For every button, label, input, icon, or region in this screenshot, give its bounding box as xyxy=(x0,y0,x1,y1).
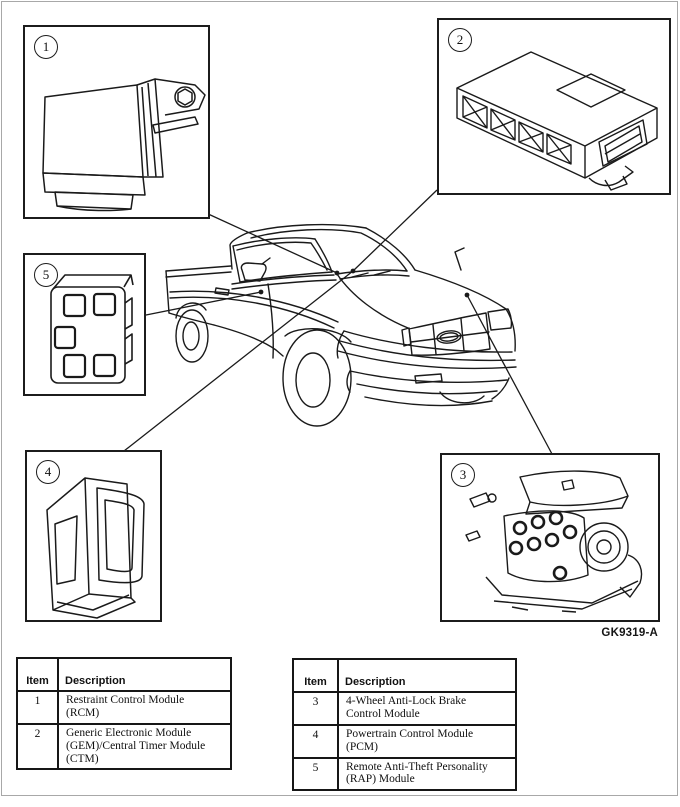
item-number: 3 xyxy=(292,691,339,726)
column-header-description: Description xyxy=(337,658,517,693)
item-description: Remote Anti-Theft Personality (RAP) Modu… xyxy=(337,756,517,792)
item-number: 2 xyxy=(16,722,59,771)
figure-code-label: GK9319-A xyxy=(601,627,658,639)
item-description: Generic Electronic Module (GEM)/Central … xyxy=(57,722,232,771)
callout-box-3: 3 xyxy=(440,453,660,622)
leader-line-3 xyxy=(467,295,552,454)
item-description: 4-Wheel Anti-Lock Brake Control Module xyxy=(337,691,517,726)
leader-line-4 xyxy=(124,271,353,451)
item-description: Powertrain Control Module (PCM) xyxy=(337,723,517,759)
callout-box-2: 2 xyxy=(437,18,671,195)
callout-number-4: 4 xyxy=(36,460,60,484)
table-row: 4 Powertrain Control Module (PCM) xyxy=(292,723,517,759)
callout-box-4: 4 xyxy=(25,450,162,622)
leader-line-1 xyxy=(206,213,337,273)
pcm-module-illustration xyxy=(27,452,160,620)
column-header-description: Description xyxy=(57,657,232,692)
table-row: 2 Generic Electronic Module (GEM)/Centra… xyxy=(16,722,232,771)
table-row: 3 4-Wheel Anti-Lock Brake Control Module xyxy=(292,691,517,726)
table-header-row: Item Description xyxy=(292,658,517,693)
callout-number-5: 5 xyxy=(34,263,58,287)
item-table-right: Item Description 3 4-Wheel Anti-Lock Bra… xyxy=(292,658,517,792)
callout-number-3: 3 xyxy=(451,463,475,487)
callout-box-1: 1 xyxy=(23,25,210,219)
leader-line-5 xyxy=(141,292,261,316)
table-row: 1 Restraint Control Module (RCM) xyxy=(16,690,232,725)
item-number: 1 xyxy=(16,690,59,725)
callout-number-2: 2 xyxy=(448,28,472,52)
rcm-module-illustration xyxy=(25,27,208,217)
column-header-item: Item xyxy=(292,658,339,693)
column-header-item: Item xyxy=(16,657,59,692)
item-table-left: Item Description 1 Restraint Control Mod… xyxy=(16,657,232,771)
abs-module-illustration xyxy=(442,455,658,620)
leader-line-2 xyxy=(353,190,437,271)
table-row: 5 Remote Anti-Theft Personality (RAP) Mo… xyxy=(292,756,517,792)
item-number: 4 xyxy=(292,723,339,759)
callout-box-5: 5 xyxy=(23,253,146,396)
rap-module-illustration xyxy=(25,255,144,394)
leader-lines xyxy=(124,190,552,454)
leader-dots xyxy=(258,268,470,298)
item-number: 5 xyxy=(292,756,339,792)
item-description: Restraint Control Module (RCM) xyxy=(57,690,232,725)
truck-illustration xyxy=(166,225,516,426)
table-header-row: Item Description xyxy=(16,657,232,692)
callout-number-1: 1 xyxy=(34,35,58,59)
gem-ctm-module-illustration xyxy=(439,20,669,193)
